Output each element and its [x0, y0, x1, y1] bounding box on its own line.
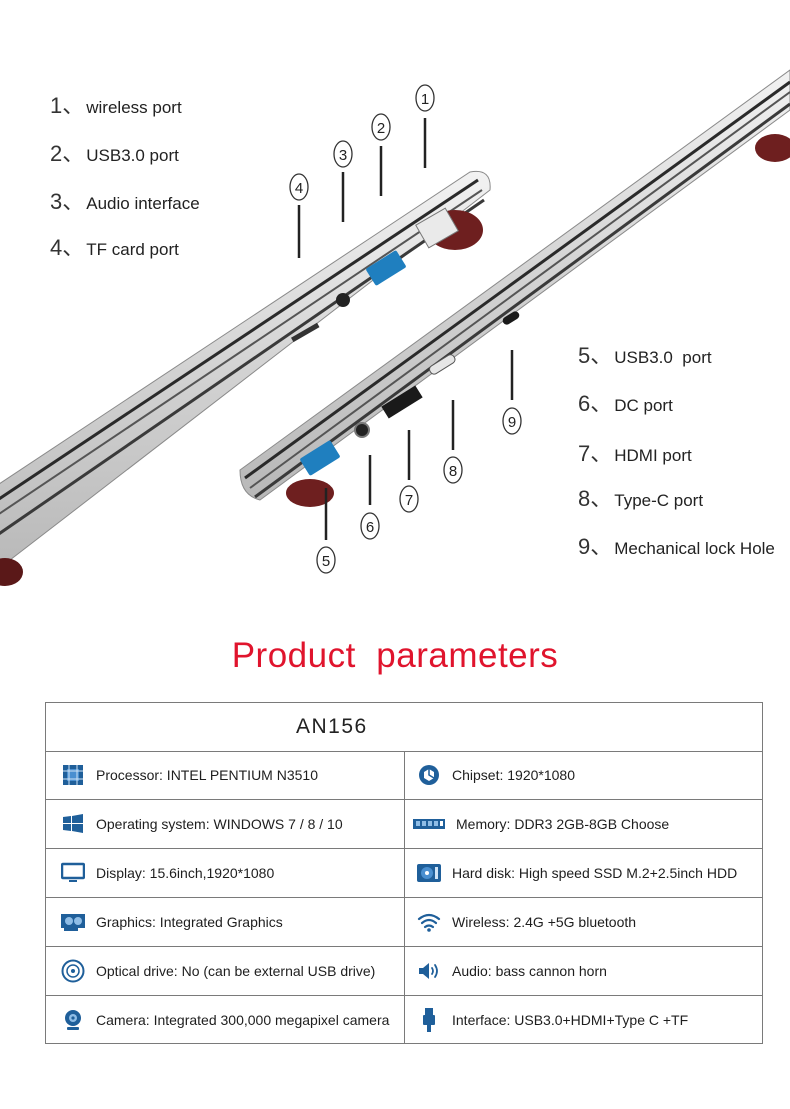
spec-memory: Memory: DDR3 2GB-8GB Choose	[412, 800, 669, 848]
callout-6: 6	[366, 519, 374, 536]
spec-camera: Camera: Integrated 300,000 megapixel cam…	[60, 996, 389, 1044]
port-label-8: 8、Type-C port	[578, 486, 704, 511]
laptop-side-views: 1 2 3 4 5 6 7 8 9	[0, 69, 790, 586]
callout-8: 8	[449, 463, 457, 480]
port-label-2: 2、USB3.0 port	[50, 141, 179, 166]
spec-interface: Interface: USB3.0+HDMI+Type C +TF	[416, 996, 688, 1044]
usb-port-1	[366, 250, 406, 286]
laptop-left-side	[0, 170, 491, 586]
callout-7: 7	[405, 492, 413, 509]
cpu-icon	[60, 762, 86, 788]
wireless-port	[415, 207, 459, 249]
spec-audio: Audio: bass cannon horn	[416, 947, 607, 995]
audio-jack	[336, 293, 350, 307]
chipset-icon	[416, 762, 442, 788]
callout-4: 4	[295, 180, 303, 197]
spec-chipset: Chipset: 1920*1080	[416, 751, 575, 799]
model-name: AN156	[296, 715, 368, 738]
laptop-right-side	[239, 69, 790, 507]
callout-9: 9	[508, 414, 516, 431]
ports-illustration: 1 2 3 4 5 6 7 8 9 1、wireless port 2、USB3…	[0, 69, 790, 586]
lock-hole	[502, 311, 520, 325]
port-label-3: 3、Audio interface	[50, 189, 200, 214]
usb-plug-icon	[416, 1007, 442, 1033]
type-c-port	[429, 354, 456, 375]
memory-icon	[412, 811, 446, 837]
spec-table: AN156 Processor: INTEL PENTIUM N3510 Chi…	[45, 702, 763, 1044]
callout-5: 5	[322, 553, 330, 570]
hdmi-port	[381, 385, 423, 419]
port-label-9: 9、Mechanical lock Hole	[578, 534, 775, 559]
usb-port-2	[300, 440, 340, 476]
spec-os: Operating system: WINDOWS 7 / 8 / 10	[60, 800, 343, 848]
callout-2: 2	[377, 120, 385, 137]
windows-icon	[60, 811, 86, 837]
callout-3: 3	[339, 147, 347, 164]
spec-wireless: Wireless: 2.4G +5G bluetooth	[416, 898, 636, 946]
spec-processor: Processor: INTEL PENTIUM N3510	[60, 751, 318, 799]
port-label-7: 7、HDMI port	[578, 441, 692, 466]
hard-disk-icon	[416, 860, 442, 886]
port-label-6: 6、DC port	[578, 391, 673, 416]
spec-hard-disk: Hard disk: High speed SSD M.2+2.5inch HD…	[416, 849, 737, 897]
model-row: AN156	[46, 703, 762, 752]
spec-optical-drive: Optical drive: No (can be external USB d…	[60, 947, 375, 995]
leader-lines	[297, 118, 514, 540]
wifi-icon	[416, 909, 442, 935]
speaker-icon	[416, 958, 442, 984]
dc-jack	[354, 422, 370, 438]
callout-badges	[289, 84, 522, 574]
port-label-4: 4、TF card port	[50, 235, 179, 260]
webcam-icon	[60, 1007, 86, 1033]
graphics-card-icon	[60, 909, 86, 935]
section-title: Product parameters	[231, 636, 559, 675]
monitor-icon	[60, 860, 86, 886]
tf-slot	[291, 322, 320, 343]
port-label-1: 1、wireless port	[50, 93, 182, 118]
port-label-5: 5、USB3.0 port	[578, 343, 712, 368]
spec-graphics: Graphics: Integrated Graphics	[60, 898, 283, 946]
callout-1: 1	[421, 91, 429, 108]
optical-disc-icon	[60, 958, 86, 984]
spec-display: Display: 15.6inch,1920*1080	[60, 849, 274, 897]
